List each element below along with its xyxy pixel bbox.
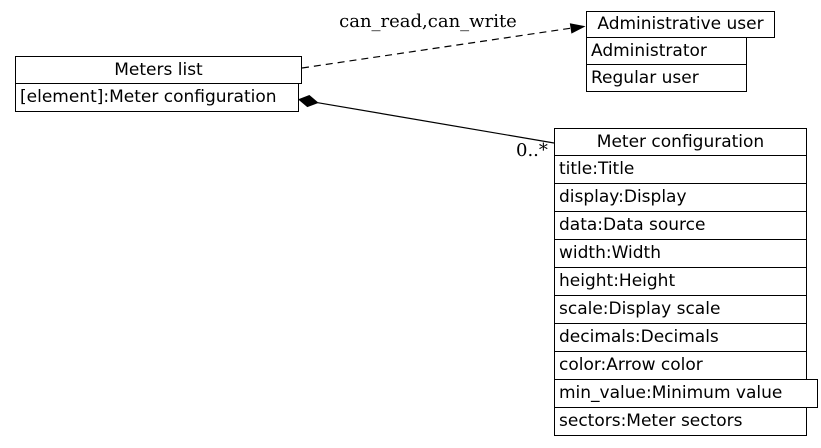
node-meter-configuration: Meter configuration title:Title display:… — [554, 128, 818, 436]
attribute-row-min-value: min_value:Minimum value — [554, 379, 818, 408]
node-title: Administrative user — [586, 11, 775, 38]
arrowhead-icon — [569, 23, 586, 34]
composition-multiplicity-label: 0..* — [516, 140, 548, 161]
composition-edge-line — [317, 102, 555, 144]
attribute-row: color:Arrow color — [554, 351, 807, 380]
node-meters-list: Meters list [element]:Meter configuratio… — [15, 56, 302, 112]
attribute-row: data:Data source — [554, 211, 807, 240]
attribute-row: display:Display — [554, 183, 807, 212]
attribute-row: width:Width — [554, 239, 807, 268]
attribute-row: Administrator — [586, 37, 747, 65]
attribute-row: height:Height — [554, 267, 807, 296]
attribute-row: title:Title — [554, 155, 807, 184]
attribute-row: [element]:Meter configuration — [15, 83, 299, 112]
permission-edge-line — [301, 27, 573, 69]
composition-edge — [298, 95, 555, 144]
permission-edge-label: can_read,can_write — [339, 11, 517, 32]
attribute-row: decimals:Decimals — [554, 323, 807, 352]
permission-edge — [301, 23, 586, 69]
node-administrative-user: Administrative user Administrator Regula… — [586, 11, 775, 92]
attribute-row: scale:Display scale — [554, 295, 807, 324]
attribute-row: sectors:Meter sectors — [554, 407, 807, 436]
attribute-row: Regular user — [586, 64, 747, 92]
diamond-icon — [298, 95, 319, 108]
node-title: Meters list — [15, 56, 302, 84]
node-title: Meter configuration — [554, 128, 807, 156]
